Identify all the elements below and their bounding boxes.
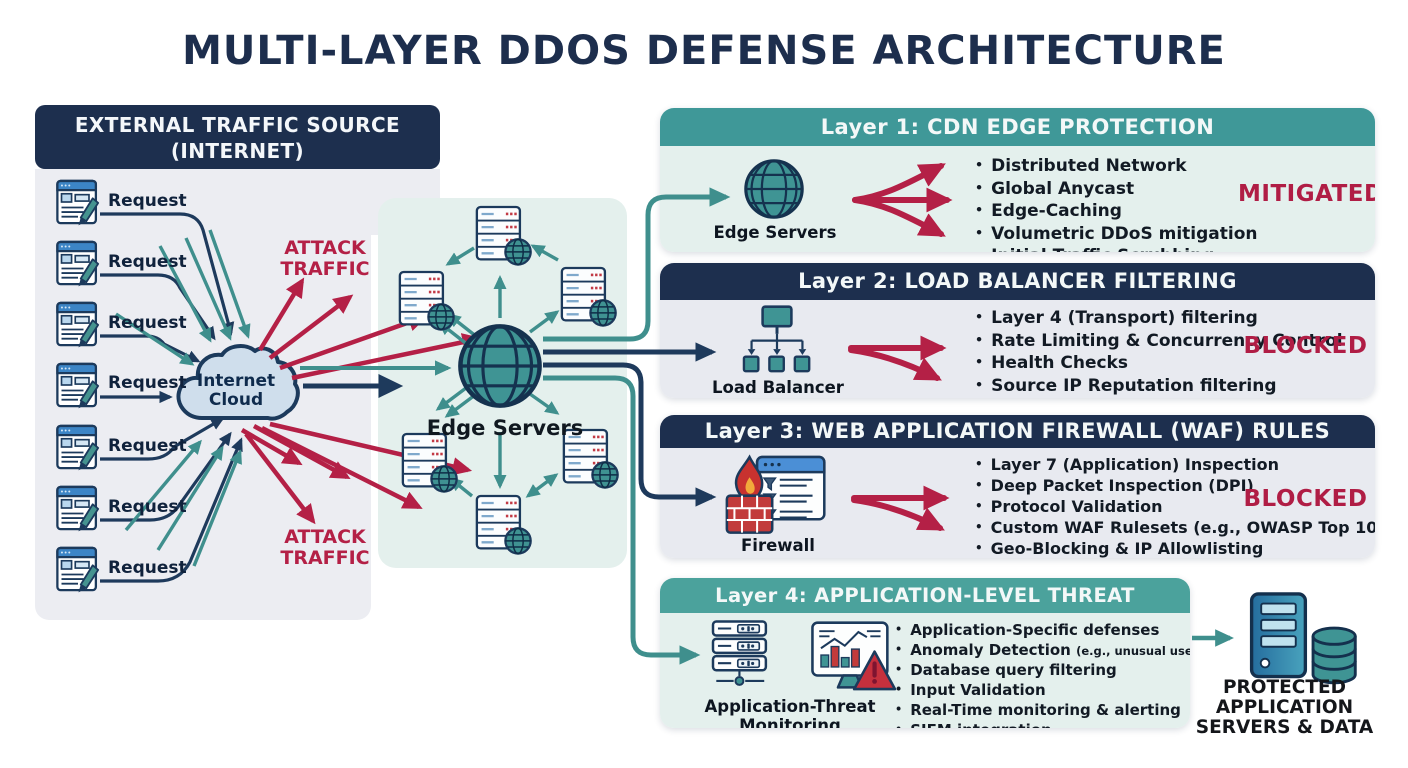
- bullet: Input Validation: [895, 681, 1190, 701]
- bullet: Geo-Blocking & IP Allowlisting: [975, 539, 1375, 558]
- external-traffic-header: EXTERNAL TRAFFIC SOURCE (INTERNET): [35, 105, 440, 169]
- layer3-bullets: Layer 7 (Application) Inspection Deep Pa…: [975, 455, 1375, 558]
- attack-traffic-label-bottom: ATTACK TRAFFIC: [280, 526, 370, 569]
- firewall-icon: [715, 452, 837, 536]
- server-rack-icon: [705, 619, 797, 695]
- internet-cloud-icon: [168, 342, 302, 432]
- edge-server-icon-top-left: [398, 270, 456, 332]
- request-label: Request: [108, 558, 187, 578]
- request-label: Request: [108, 252, 187, 272]
- bullet: Volumetric DDoS mitigation: [975, 224, 1257, 247]
- request-icon: [56, 544, 100, 594]
- bullet: Rate Limiting & Concurrency Control: [975, 331, 1342, 354]
- request-icon: [56, 299, 100, 349]
- layer1-icon-label: Edge Servers: [713, 223, 837, 242]
- layer3-card: Layer 3: WEB APPLICATION FIREWALL (WAF) …: [660, 415, 1375, 558]
- edge-network-globe-icon: [455, 321, 545, 411]
- layer4-card: Layer 4: APPLICATION-LEVEL THREAT DETECT…: [660, 578, 1190, 728]
- page-title: MULTI-LAYER DDOS DEFENSE ARCHITECTURE: [182, 28, 1226, 74]
- request-label: Request: [108, 191, 187, 211]
- bullet: Edge-Caching: [975, 201, 1258, 224]
- bullet: Database query filtering: [895, 661, 1190, 681]
- bullet: Deep Packet Inspection (DPI): [975, 476, 1375, 497]
- layer2-status-badge: BLOCKED: [1243, 333, 1368, 359]
- bullet: Global Anycast: [975, 179, 1258, 202]
- protected-servers-icon: [1242, 592, 1362, 690]
- internet-cloud-label: Internet Cloud: [196, 371, 276, 410]
- edge-servers-label: Edge Servers: [426, 416, 584, 440]
- globe-icon: [742, 157, 806, 221]
- layer4-header: Layer 4: APPLICATION-LEVEL THREAT DETECT…: [660, 578, 1190, 642]
- layer2-card: Layer 2: LOAD BALANCER FILTERING Load Ba…: [660, 263, 1375, 398]
- bullet: Real-Time monitoring & alerting: [895, 701, 1190, 721]
- request-icon: [56, 360, 100, 410]
- bullet: Source IP Reputation filtering: [975, 376, 1343, 399]
- layer2-bullets: Layer 4 (Transport) filtering Rate Limit…: [975, 308, 1343, 399]
- layer1-bullets: Distributed Network Global Anycast Edge-…: [975, 156, 1258, 252]
- layer1-status-badge: MITIGATED: [1238, 181, 1375, 207]
- layer4-icon-label: Application-Threat Monitoring: [704, 697, 876, 728]
- layer3-status-badge: BLOCKED: [1243, 486, 1368, 512]
- bullet: Custom WAF Rulesets (e.g., OWASP Top 10): [975, 518, 1375, 539]
- request-label: Request: [108, 497, 187, 517]
- bullet: Application-Specific defenses: [895, 621, 1190, 641]
- edge-server-icon-top: [475, 205, 533, 267]
- request-icon: [56, 422, 100, 472]
- request-label: Request: [108, 436, 187, 456]
- fan-arrows-icon: [852, 163, 953, 237]
- bullet: Health Checks: [975, 353, 1343, 376]
- bullet: Initial Traffic Scrubbing: [975, 246, 1258, 252]
- request-label: Request: [108, 313, 187, 333]
- layer2-icon-label: Load Balancer: [712, 378, 844, 397]
- split-arrows-icon: [848, 335, 947, 381]
- bullet-note: (e.g., unusual user patterns): [1076, 644, 1190, 658]
- request-icon: [56, 483, 100, 533]
- bullet: Layer 4 (Transport) filtering: [975, 308, 1343, 331]
- layer3-header: Layer 3: WEB APPLICATION FIREWALL (WAF) …: [660, 415, 1375, 448]
- layer4-bullets: Application-Specific defenses Anomaly De…: [895, 621, 1190, 728]
- attack-traffic-label-top: ATTACK TRAFFIC: [280, 237, 370, 280]
- layer1-header: Layer 1: CDN EDGE PROTECTION: [660, 108, 1375, 146]
- request-label: Request: [108, 373, 187, 393]
- edge-server-icon-bottom-left: [401, 432, 459, 494]
- bullet: SIEM integration: [895, 721, 1190, 728]
- bullet: Distributed Network: [975, 156, 1258, 179]
- layer3-icon-label: Firewall: [741, 536, 815, 555]
- edge-server-icon-top-right: [560, 266, 618, 328]
- layer2-header: Layer 2: LOAD BALANCER FILTERING: [660, 263, 1375, 300]
- bullet: Layer 7 (Application) Inspection: [975, 455, 1375, 476]
- layer1-card: Layer 1: CDN EDGE PROTECTION Edge Server…: [660, 108, 1375, 252]
- bullet: Anomaly Detection (e.g., unusual user pa…: [895, 641, 1190, 661]
- external-traffic-header-line1: EXTERNAL TRAFFIC SOURCE: [74, 113, 401, 137]
- bullet: Protocol Validation: [975, 497, 1375, 518]
- request-icon: [56, 238, 100, 288]
- split-arrows-icon: [851, 485, 950, 531]
- monitor-alert-icon: [808, 621, 902, 701]
- request-icon: [56, 177, 100, 227]
- load-balancer-icon: [723, 305, 831, 383]
- edge-server-icon-bottom: [475, 494, 533, 556]
- protected-servers-label: PROTECTED APPLICATION SERVERS & DATA: [1195, 677, 1374, 738]
- external-traffic-header-line2: (INTERNET): [170, 139, 305, 163]
